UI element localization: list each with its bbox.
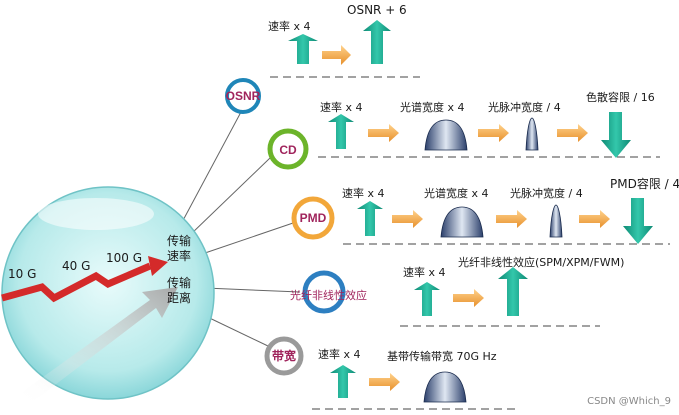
- cd-spectrum-label: 光谱宽度 x 4: [400, 100, 465, 114]
- bandwidth-circle: 带宽: [267, 339, 301, 373]
- nonlinear-result-label: 光纤非线性效应(SPM/XPM/FWM): [458, 255, 624, 269]
- cd-result-label: 色散容限 / 16: [586, 90, 655, 104]
- pmd-pulse-label: 光脉冲宽度 / 4: [510, 186, 583, 200]
- pmd-pulse-bell: [550, 205, 562, 237]
- row-pmd: PMD 速率 x 4 光谱宽度 x 4 光脉冲宽度 / 4 PMD容限 / 4: [294, 176, 679, 244]
- osnr-result-up-arrow: [363, 20, 391, 64]
- bandwidth-step-arrow: [369, 373, 400, 391]
- cd-spectrum-bell: [425, 120, 467, 150]
- watermark: CSDN @Which_9: [587, 396, 671, 407]
- pmd-step-arrow-2: [496, 210, 527, 228]
- sphere-distance-label-2: 距离: [167, 290, 191, 305]
- speed-40g: 40 G: [62, 259, 90, 273]
- cd-rate-up-arrow: [328, 114, 354, 149]
- osnr-circle-label: OSNR: [226, 89, 261, 103]
- cd-step-arrow-2: [478, 124, 509, 142]
- speed-10g: 10 G: [8, 267, 36, 281]
- osnr-rate-label: 速率 x 4: [268, 19, 311, 33]
- pmd-rate-label: 速率 x 4: [342, 186, 385, 200]
- sphere: 10 G 40 G 100 G 传输 速率 传输 距离: [2, 187, 214, 404]
- row-nonlinear: 光纤非线性效应 速率 x 4 光纤非线性效应(SPM/XPM/FWM): [290, 255, 624, 326]
- sphere-distance-label-1: 传输: [167, 275, 191, 290]
- pmd-step-arrow-3: [579, 210, 610, 228]
- sphere-rate-label-1: 传输: [167, 233, 191, 248]
- cd-step-arrow-1: [368, 124, 399, 142]
- bandwidth-bell: [424, 372, 466, 402]
- speed-100g: 100 G: [106, 251, 142, 265]
- cd-pulse-bell: [526, 118, 538, 150]
- bandwidth-rate-label: 速率 x 4: [318, 347, 361, 361]
- pmd-rate-up-arrow: [357, 201, 383, 236]
- pmd-spectrum-label: 光谱宽度 x 4: [424, 186, 489, 200]
- nonlinear-circle-label: 光纤非线性效应: [290, 288, 367, 302]
- nonlinear-rate-label: 速率 x 4: [403, 265, 446, 279]
- bandwidth-circle-label: 带宽: [272, 348, 296, 363]
- osnr-circle: OSNR: [226, 80, 261, 112]
- pmd-circle: PMD: [294, 199, 332, 237]
- row-osnr: OSNR 速率 x 4 OSNR + 6: [226, 3, 420, 112]
- osnr-result-label: OSNR + 6: [347, 3, 407, 17]
- row-cd: CD 速率 x 4 光谱宽度 x 4 光脉冲宽度 / 4 色散容限 / 16: [270, 90, 660, 167]
- bandwidth-rate-up-arrow: [330, 365, 356, 398]
- osnr-rate-up-arrow: [288, 34, 318, 64]
- pmd-spectrum-bell: [441, 207, 483, 237]
- pmd-result-down-arrow: [623, 198, 653, 244]
- sphere-highlight: [38, 198, 154, 230]
- cd-pulse-label: 光脉冲宽度 / 4: [488, 100, 561, 114]
- pmd-circle-label: PMD: [300, 211, 327, 225]
- row-bandwidth: 带宽 速率 x 4 基带传输带宽 70G Hz: [267, 339, 515, 409]
- nonlinear-rate-up-arrow: [414, 282, 440, 316]
- cd-step-arrow-3: [557, 124, 588, 142]
- nonlinear-step-arrow: [453, 289, 484, 307]
- cd-rate-label: 速率 x 4: [320, 100, 363, 114]
- nonlinear-result-up-arrow: [498, 267, 528, 316]
- osnr-step-arrow: [322, 45, 351, 65]
- pmd-result-label: PMD容限 / 4: [610, 176, 679, 191]
- pmd-step-arrow-1: [392, 210, 423, 228]
- cd-circle: CD: [270, 131, 306, 167]
- bandwidth-result-label: 基带传输带宽 70G Hz: [387, 349, 497, 363]
- sphere-rate-label-2: 速率: [167, 248, 191, 263]
- cd-circle-label: CD: [279, 143, 297, 157]
- cd-result-down-arrow: [601, 112, 631, 158]
